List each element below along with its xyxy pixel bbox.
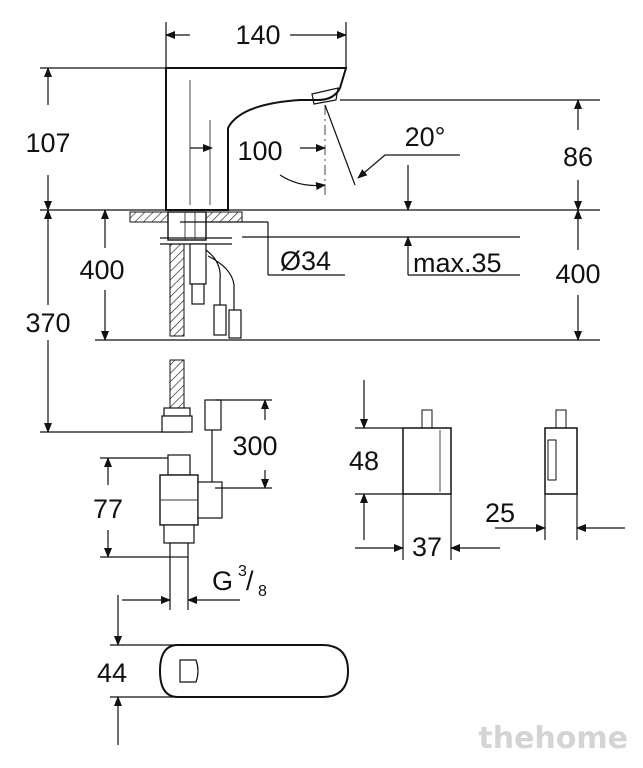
lower-hose: [161, 359, 193, 433]
dim-thread: G 3 / 8: [122, 557, 267, 610]
watermark: thehome: [478, 721, 628, 756]
dim-diameter-label: Ø34: [280, 246, 331, 276]
battery-side: [544, 409, 578, 495]
dim-77: 77: [93, 457, 170, 558]
dim-400-right: 400: [555, 209, 601, 341]
deck-mount: [129, 211, 243, 245]
dim-77-label: 77: [93, 494, 123, 524]
dim-400-left-label: 400: [79, 255, 124, 285]
dim-max: max.35: [242, 236, 520, 278]
dim-44: 44: [97, 595, 180, 745]
dim-angle: 20°: [279, 122, 460, 191]
thread-slash: /: [246, 566, 254, 596]
battery-front: [402, 409, 452, 495]
dim-300-label: 300: [232, 431, 277, 461]
thread-numerator: 3: [238, 563, 247, 580]
thread-prefix: G: [212, 566, 233, 596]
dim-37-label: 37: [412, 532, 442, 562]
dim-25-label: 25: [485, 498, 515, 528]
dim-107: 107: [25, 67, 166, 211]
dim-400-right-label: 400: [555, 259, 600, 289]
dim-107-label: 107: [25, 128, 70, 158]
faucet-top-view: [158, 644, 350, 698]
dim-angle-label: 20°: [405, 122, 446, 152]
dim-140: 140: [165, 20, 347, 68]
dim-100-label: 100: [237, 136, 282, 166]
dim-diameter: Ø34: [180, 221, 345, 276]
dim-370: 370: [25, 209, 185, 433]
dim-37: 37: [355, 494, 500, 562]
dim-100: 100: [190, 136, 326, 166]
thread-denominator: 8: [258, 583, 267, 600]
sensor-cables: [205, 249, 242, 339]
dim-400-left: 400: [79, 209, 125, 341]
dim-max-label: max.35: [413, 248, 502, 278]
dim-44-label: 44: [97, 658, 127, 688]
dim-86: 86: [340, 99, 600, 211]
spray-line: [324, 104, 356, 195]
dim-25: 25: [485, 494, 625, 540]
dim-140-label: 140: [235, 20, 280, 50]
dim-370-label: 370: [25, 308, 70, 338]
faucet-body: [165, 67, 348, 211]
dim-48-label: 48: [349, 446, 379, 476]
dim-48: 48: [349, 380, 403, 540]
dim-300: 300: [215, 399, 278, 489]
dim-86-label: 86: [563, 142, 593, 172]
hose-left: [169, 243, 207, 337]
